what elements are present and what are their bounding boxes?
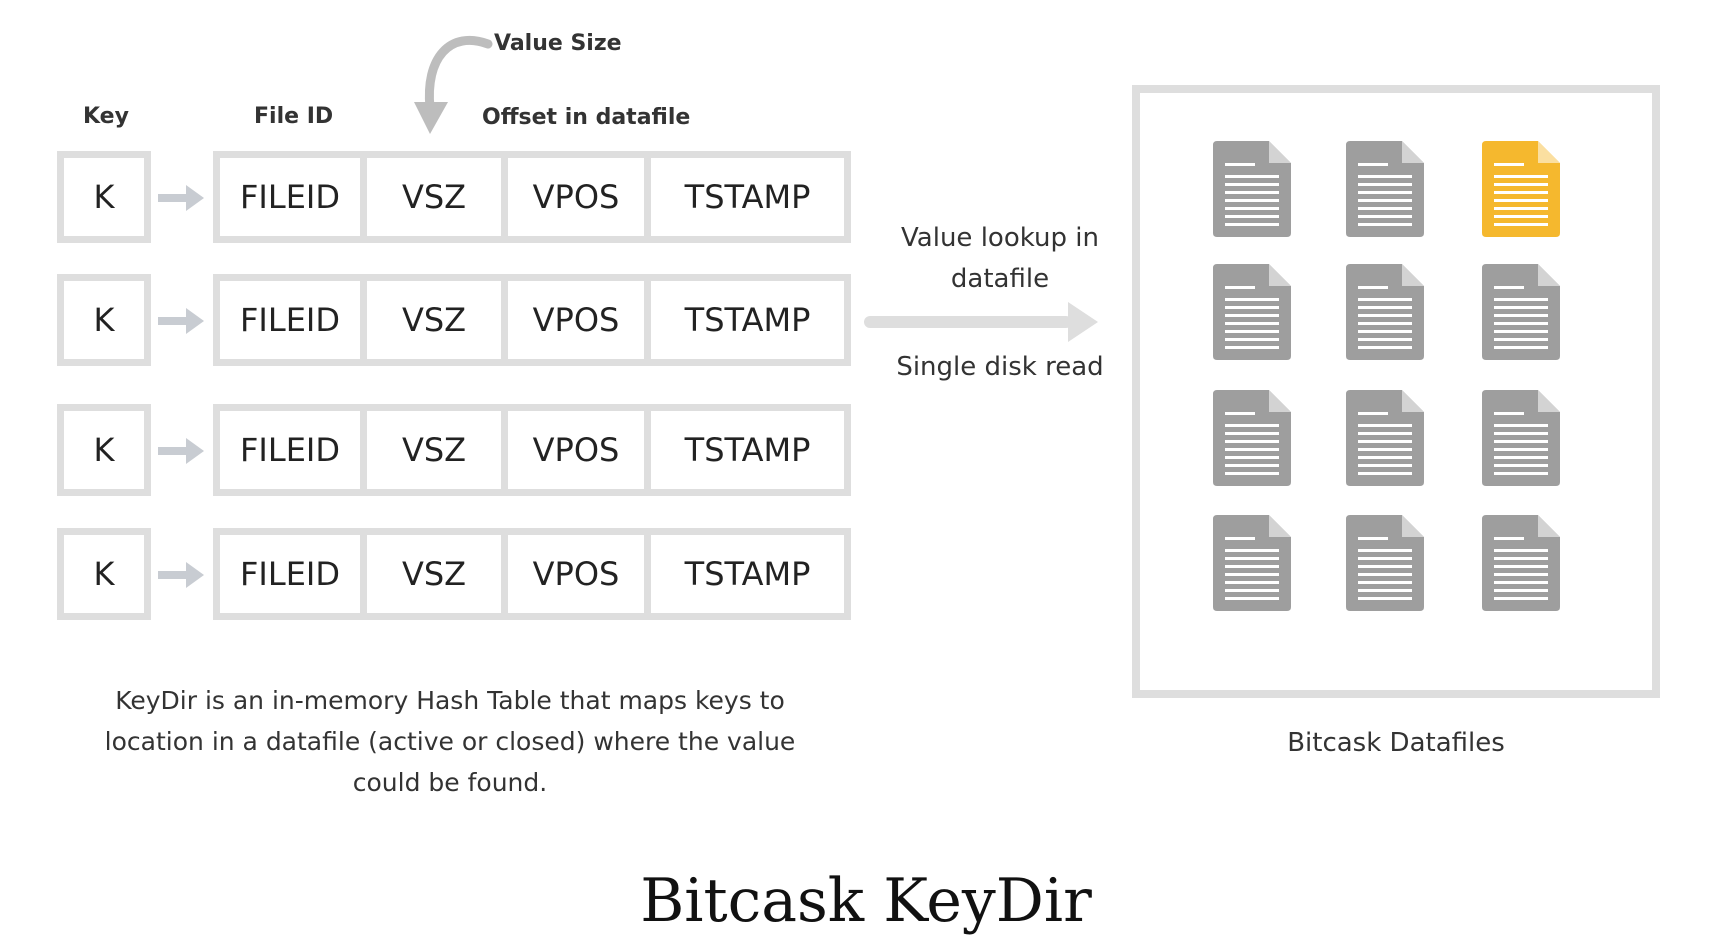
key-arrow-icon <box>158 185 204 211</box>
datafile-icon <box>1213 141 1291 237</box>
header-offset: Offset in datafile <box>482 105 691 130</box>
key-cell: K <box>57 528 151 620</box>
datafile-icon <box>1346 515 1424 611</box>
vpos-cell: VPOS <box>501 274 651 366</box>
lookup-sublabel: Single disk read <box>896 352 1104 382</box>
vsz-cell: VSZ <box>360 274 508 366</box>
value-size-curved-arrow <box>414 35 493 134</box>
key-arrow-icon <box>158 308 204 334</box>
datafiles-label: Bitcask Datafiles <box>1287 728 1505 758</box>
datafile-icon <box>1482 264 1560 360</box>
datafile-icon <box>1482 390 1560 486</box>
header-value-size: Value Size <box>494 31 622 56</box>
fileid-cell: FILEID <box>213 274 367 366</box>
key-cell: K <box>57 404 151 496</box>
key-cell: K <box>57 151 151 243</box>
key-arrow-icon <box>158 438 204 464</box>
page-title: Bitcask KeyDir <box>640 866 1092 936</box>
lookup-arrow-icon <box>864 302 1098 342</box>
tstamp-cell: TSTAMP <box>644 404 851 496</box>
tstamp-cell: TSTAMP <box>644 528 851 620</box>
datafile-icon <box>1213 264 1291 360</box>
lookup-label: Value lookup in datafile <box>901 223 1099 294</box>
datafile-icon <box>1346 390 1424 486</box>
key-arrow-icon <box>158 562 204 588</box>
datafile-icon <box>1346 264 1424 360</box>
datafile-icon <box>1213 390 1291 486</box>
fileid-cell: FILEID <box>213 404 367 496</box>
active-datafile-icon <box>1482 141 1560 237</box>
datafiles-frame <box>1132 85 1660 698</box>
vpos-cell: VPOS <box>501 151 651 243</box>
header-key: Key <box>83 104 129 129</box>
keydir-caption: KeyDir is an in-memory Hash Table that m… <box>104 686 796 797</box>
datafile-icon <box>1213 515 1291 611</box>
tstamp-cell: TSTAMP <box>644 151 851 243</box>
fileid-cell: FILEID <box>213 151 367 243</box>
fileid-cell: FILEID <box>213 528 367 620</box>
key-cell: K <box>57 274 151 366</box>
header-file-id: File ID <box>254 104 334 129</box>
vpos-cell: VPOS <box>501 528 651 620</box>
datafile-icon <box>1346 141 1424 237</box>
vsz-cell: VSZ <box>360 151 508 243</box>
tstamp-cell: TSTAMP <box>644 274 851 366</box>
vpos-cell: VPOS <box>501 404 651 496</box>
vsz-cell: VSZ <box>360 404 508 496</box>
vsz-cell: VSZ <box>360 528 508 620</box>
datafile-icon <box>1482 515 1560 611</box>
